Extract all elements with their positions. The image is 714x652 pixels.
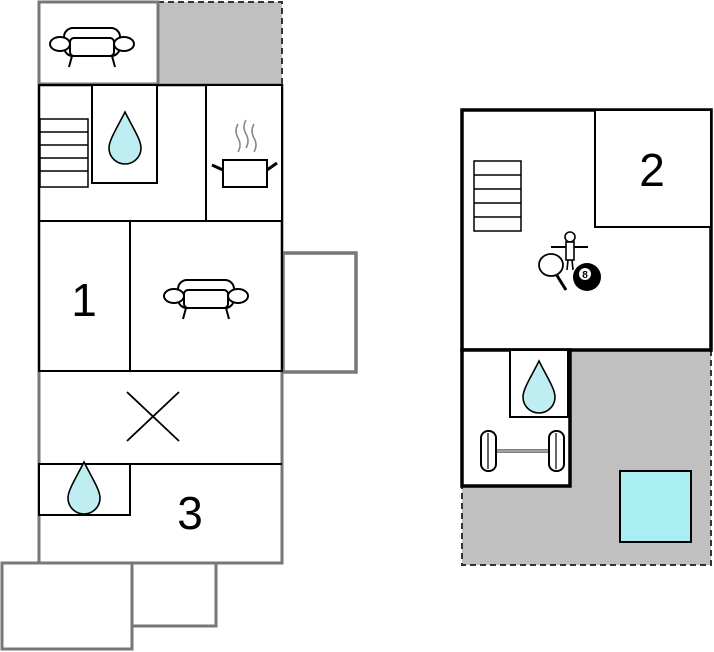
- room-2: [594, 109, 712, 228]
- pool-icon: [619, 470, 692, 543]
- stairs-icon: [39, 118, 89, 188]
- room-3-label: 3: [177, 487, 203, 539]
- sofa-nook: [37, 0, 160, 86]
- dumbbell-icon: [480, 430, 565, 472]
- terrace-bottom: [0, 561, 218, 651]
- stairs-icon: [473, 160, 522, 232]
- billiard-ball-label: 8: [582, 270, 588, 281]
- cooking-pot-icon: [211, 119, 278, 188]
- table-tennis-icon: [538, 253, 568, 291]
- billiard-ball-icon: 8: [573, 263, 601, 291]
- kitchen: [205, 84, 283, 222]
- foosball-icon: [551, 231, 588, 271]
- top-row: [38, 84, 283, 222]
- balcony-right: [281, 251, 358, 374]
- room-1-label: 1: [71, 274, 97, 326]
- room-2-label: 2: [639, 144, 665, 196]
- terrace-top: [158, 1, 283, 84]
